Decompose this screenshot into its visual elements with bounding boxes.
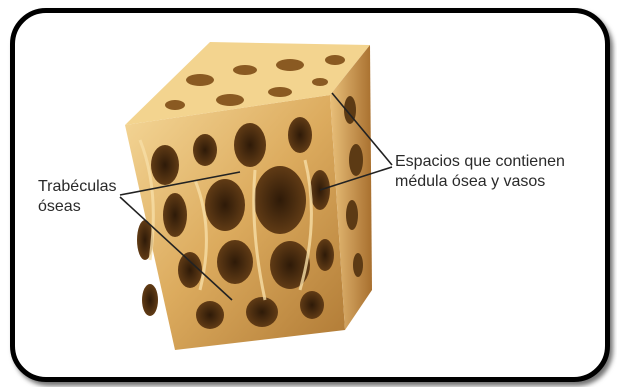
label-espacios-line2: médula ósea y vasos [395,172,565,192]
label-trabeculas-line2: óseas [38,197,117,217]
label-espacios-line1: Espacios que contienen [395,152,565,172]
label-trabeculas: Trabéculas óseas [38,177,117,217]
label-trabeculas-line1: Trabéculas [38,177,117,197]
label-espacios: Espacios que contienen médula ósea y vas… [395,152,565,192]
